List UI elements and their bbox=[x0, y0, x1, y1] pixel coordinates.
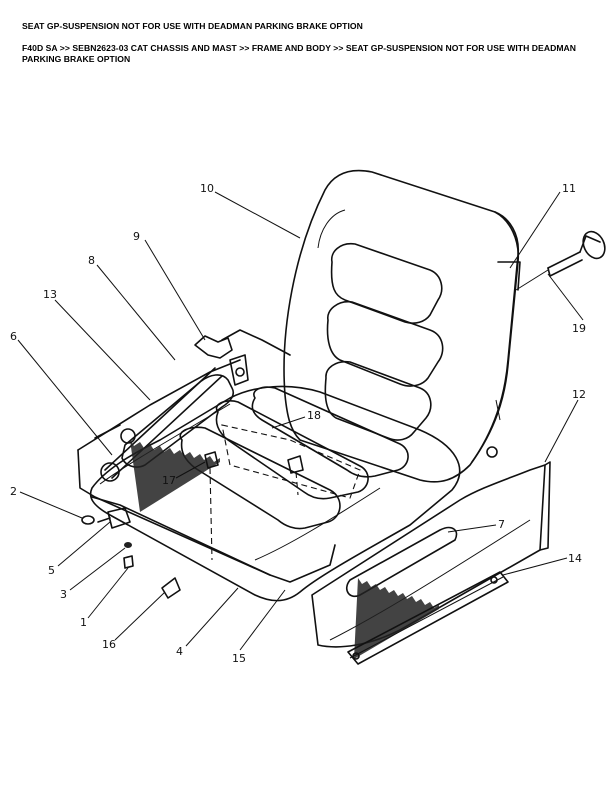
breadcrumb: F40D SA >> SEBN2623-03 CAT CHASSIS AND M… bbox=[22, 43, 577, 64]
callout-4: 4 bbox=[176, 645, 183, 658]
callout-3: 3 bbox=[60, 588, 67, 601]
callout-9: 9 bbox=[133, 230, 140, 243]
callout-13: 13 bbox=[43, 288, 57, 301]
callout-19: 19 bbox=[572, 322, 586, 335]
seat-base bbox=[77, 329, 336, 583]
callout-8: 8 bbox=[88, 254, 95, 267]
callout-7: 7 bbox=[498, 518, 505, 531]
rear-spring-assembly bbox=[100, 335, 249, 512]
callout-12: 12 bbox=[572, 388, 586, 401]
leader-lines bbox=[17, 191, 584, 651]
callout-10: 10 bbox=[200, 182, 214, 195]
page-title: SEAT GP-SUSPENSION NOT FOR USE WITH DEAD… bbox=[22, 21, 363, 31]
callout-14: 14 bbox=[568, 552, 582, 565]
callout-5: 5 bbox=[48, 564, 55, 577]
callout-labels: 10 11 9 8 13 6 19 12 18 17 2 7 5 3 14 1 … bbox=[10, 182, 586, 665]
seat-backrest bbox=[283, 169, 521, 483]
callout-6: 6 bbox=[10, 330, 17, 343]
callout-17: 17 bbox=[162, 474, 176, 487]
callout-18: 18 bbox=[307, 409, 321, 422]
adjustment-knob bbox=[515, 230, 606, 291]
callout-2: 2 bbox=[10, 485, 17, 498]
side-support-right bbox=[311, 461, 551, 659]
callout-16: 16 bbox=[102, 638, 116, 651]
callout-15: 15 bbox=[232, 652, 246, 665]
callout-11: 11 bbox=[562, 182, 576, 195]
seat-rail bbox=[347, 571, 509, 665]
callout-1: 1 bbox=[80, 616, 87, 629]
hardware bbox=[81, 399, 501, 599]
